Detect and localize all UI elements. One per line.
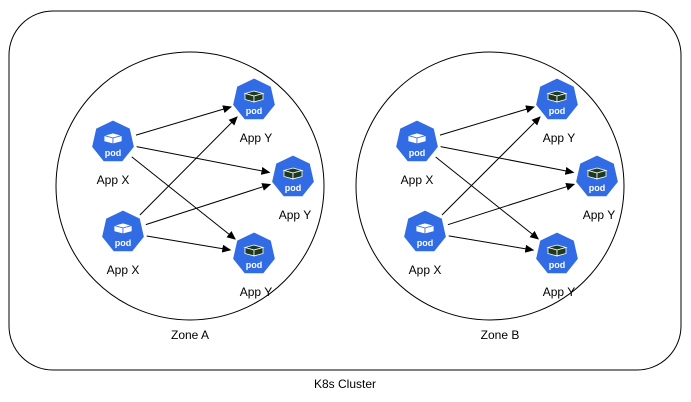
kubernetes-pod-icon: pod (402, 208, 448, 254)
kubernetes-pod-icon: pod (100, 208, 146, 254)
cluster-label: K8s Cluster (314, 377, 376, 391)
pod-app-label: App X (97, 173, 130, 187)
kubernetes-pod-icon: pod (270, 153, 316, 199)
edge-b-x2-to-b-y3 (448, 235, 535, 253)
zone-a-boundary (55, 51, 325, 321)
edge-b-x1-to-b-y1 (439, 105, 535, 136)
kubernetes-pod-icon: pod (231, 76, 277, 122)
pod-badge-text: pod (105, 148, 122, 158)
zone-a-edges (131, 105, 272, 253)
pod-app-label: App X (401, 173, 434, 187)
edge-a-x2-to-a-y1 (139, 116, 238, 216)
edge-b-x2-to-b-y2 (447, 182, 576, 226)
pod-app-label: App Y (240, 285, 272, 299)
edge-a-x1-to-a-y1 (135, 105, 232, 136)
pod-app-label: App Y (583, 208, 615, 222)
pod-badge-text: pod (246, 106, 263, 116)
pod-badge-text: pod (589, 183, 606, 193)
pod-badge-text: pod (549, 106, 566, 116)
kubernetes-pod-icon: pod (394, 118, 440, 164)
pod-badge-text: pod (417, 238, 434, 248)
pod-app-label: App X (409, 263, 442, 277)
pod-app-label: App X (107, 263, 140, 277)
edge-a-x1-to-a-y2 (136, 146, 271, 175)
pod-badge-text: pod (115, 238, 132, 248)
edge-a-x2-to-a-y3 (146, 235, 232, 253)
edge-a-x2-to-a-y2 (145, 183, 272, 226)
k8s-cluster-boundary (8, 10, 682, 371)
edge-a-x1-to-a-y3 (131, 156, 236, 240)
kubernetes-pod-icon: pod (534, 76, 580, 122)
kubernetes-pod-icon: pod (534, 230, 580, 276)
pod-badge-text: pod (409, 148, 426, 158)
edge-b-x2-to-b-y1 (441, 116, 541, 216)
kubernetes-pod-icon: pod (90, 118, 136, 164)
zone-b-boundary (355, 51, 625, 321)
kubernetes-pod-icon: pod (574, 153, 620, 199)
zone-b-edges (435, 105, 576, 253)
pod-app-label: App Y (543, 131, 575, 145)
pod-badge-text: pod (285, 183, 302, 193)
edge-b-x1-to-b-y3 (435, 156, 540, 240)
kubernetes-pod-icon: pod (231, 230, 277, 276)
pod-badge-text: pod (246, 260, 263, 270)
pod-app-label: App Y (543, 285, 575, 299)
pod-app-label: App Y (279, 208, 311, 222)
pod-badge-text: pod (549, 260, 566, 270)
zone-a-label: Zone A (171, 328, 209, 342)
edge-b-x1-to-b-y2 (440, 146, 575, 175)
pod-app-label: App Y (240, 131, 272, 145)
zone-b-label: Zone B (481, 328, 520, 342)
